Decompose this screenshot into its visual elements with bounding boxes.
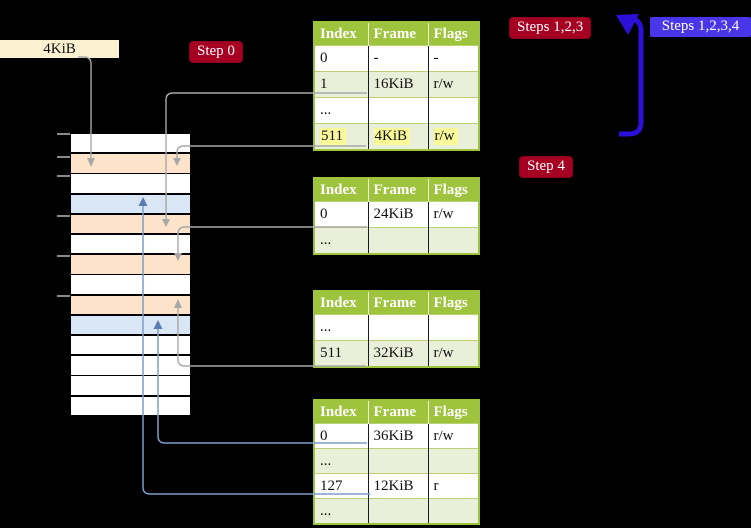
table-row: ... — [314, 498, 479, 524]
column-header-frame: Frame — [368, 400, 429, 424]
column-header-flags: Flags — [428, 178, 479, 202]
cell-frame: 24KiB — [368, 201, 429, 228]
cell-flags: r — [428, 473, 479, 499]
memory-frame-row-11 — [71, 356, 190, 375]
cell-flags — [428, 227, 479, 254]
memory-frame-row-12 — [71, 376, 190, 395]
cell-frame: 36KiB — [368, 423, 429, 449]
steps-loop-arrow — [616, 14, 644, 137]
cell-index: 511 — [314, 123, 369, 150]
step0-badge: Step 0 — [189, 41, 243, 63]
cell-index: 0 — [314, 45, 369, 72]
table-row: ... — [314, 448, 479, 474]
table-row: 0 24KiB r/w — [314, 201, 479, 228]
memory-frame-row-2 — [71, 174, 190, 193]
memory-frame-row-3 — [71, 194, 190, 213]
memory-frame-row-5 — [71, 235, 190, 254]
column-header-index: Index — [314, 22, 369, 46]
table-row: ... — [314, 314, 479, 341]
table-header-row: Index Frame Flags — [314, 22, 479, 46]
memory-tick — [57, 133, 70, 135]
memory-frame-row-4 — [71, 214, 190, 234]
memory-frame-row-0 — [71, 134, 190, 153]
table-row: 0 36KiB r/w — [314, 423, 479, 449]
cell-frame: 12KiB — [368, 473, 429, 499]
cell-flags — [428, 97, 479, 124]
cell-flags: r/w — [428, 340, 479, 367]
page-table-4: Index Frame Flags 0 36KiB r/w ... 127 12… — [313, 399, 480, 525]
steps1234-badge: Steps 1,2,3,4 — [650, 17, 751, 37]
column-header-flags: Flags — [428, 291, 479, 315]
memory-tick — [57, 215, 70, 217]
memory-frame-row-6 — [71, 255, 190, 274]
table-header-row: Index Frame Flags — [314, 400, 479, 424]
cell-index: ... — [314, 227, 369, 254]
page-table-3: Index Frame Flags ... 511 32KiB r/w — [313, 290, 480, 368]
steps123-badge: Steps 1,2,3 — [509, 17, 592, 39]
column-header-flags: Flags — [428, 22, 479, 46]
memory-tick — [57, 156, 70, 158]
cell-flags — [428, 314, 479, 341]
step4-badge: Step 4 — [519, 156, 573, 178]
cell-index: 0 — [314, 201, 369, 228]
column-header-index: Index — [314, 178, 369, 202]
table-row: ... — [314, 227, 479, 254]
cell-index: 0 — [314, 423, 369, 449]
cell-frame — [368, 448, 429, 474]
cell-flags — [428, 448, 479, 474]
memory-tick — [57, 175, 70, 177]
cell-flags: r/w — [428, 201, 479, 228]
table-header-row: Index Frame Flags — [314, 178, 479, 202]
memory-frame-row-8 — [71, 295, 190, 314]
cell-flags: r/w — [428, 71, 479, 98]
cell-frame — [368, 314, 429, 341]
memory-frame-row-1 — [71, 154, 190, 173]
table-header-row: Index Frame Flags — [314, 291, 479, 315]
cell-index: 511 — [314, 340, 369, 367]
cell-index: 1 — [314, 71, 369, 98]
column-header-frame: Frame — [368, 291, 429, 315]
cell-frame: - — [368, 45, 429, 72]
frame-4kib-label: 4KiB — [0, 40, 119, 58]
cell-flags — [428, 498, 479, 524]
cell-flags: r/w — [428, 423, 479, 449]
cell-index: ... — [314, 498, 369, 524]
memory-frame-row-9 — [71, 315, 190, 335]
column-header-frame: Frame — [368, 22, 429, 46]
table-row: 127 12KiB r — [314, 473, 479, 499]
cell-index: 127 — [314, 473, 369, 499]
cell-flags: - — [428, 45, 479, 72]
cell-index: ... — [314, 448, 369, 474]
memory-tick — [57, 255, 70, 257]
memory-frame-row-7 — [71, 275, 190, 294]
cell-frame — [368, 97, 429, 124]
page-table-1: Index Frame Flags 0 - - 1 16KiB r/w ... … — [313, 21, 480, 151]
cell-index: ... — [314, 314, 369, 341]
table-row: 1 16KiB r/w — [314, 71, 479, 98]
column-header-frame: Frame — [368, 178, 429, 202]
physical-memory-column — [71, 134, 190, 416]
cell-frame: 32KiB — [368, 340, 429, 367]
page-table-2: Index Frame Flags 0 24KiB r/w ... — [313, 177, 480, 255]
table-row: 511 32KiB r/w — [314, 340, 479, 367]
table-row-highlighted: 511 4KiB r/w — [314, 123, 479, 150]
cell-index: ... — [314, 97, 369, 124]
memory-frame-row-13 — [71, 396, 190, 415]
column-header-flags: Flags — [428, 400, 479, 424]
cell-frame — [368, 227, 429, 254]
memory-frame-row-10 — [71, 336, 190, 355]
cell-frame: 4KiB — [368, 123, 429, 150]
memory-tick — [57, 295, 70, 297]
cell-frame: 16KiB — [368, 71, 429, 98]
cell-frame — [368, 498, 429, 524]
column-header-index: Index — [314, 291, 369, 315]
column-header-index: Index — [314, 400, 369, 424]
cell-flags: r/w — [428, 123, 479, 150]
table-row: 0 - - — [314, 45, 479, 72]
table-row: ... — [314, 97, 479, 124]
